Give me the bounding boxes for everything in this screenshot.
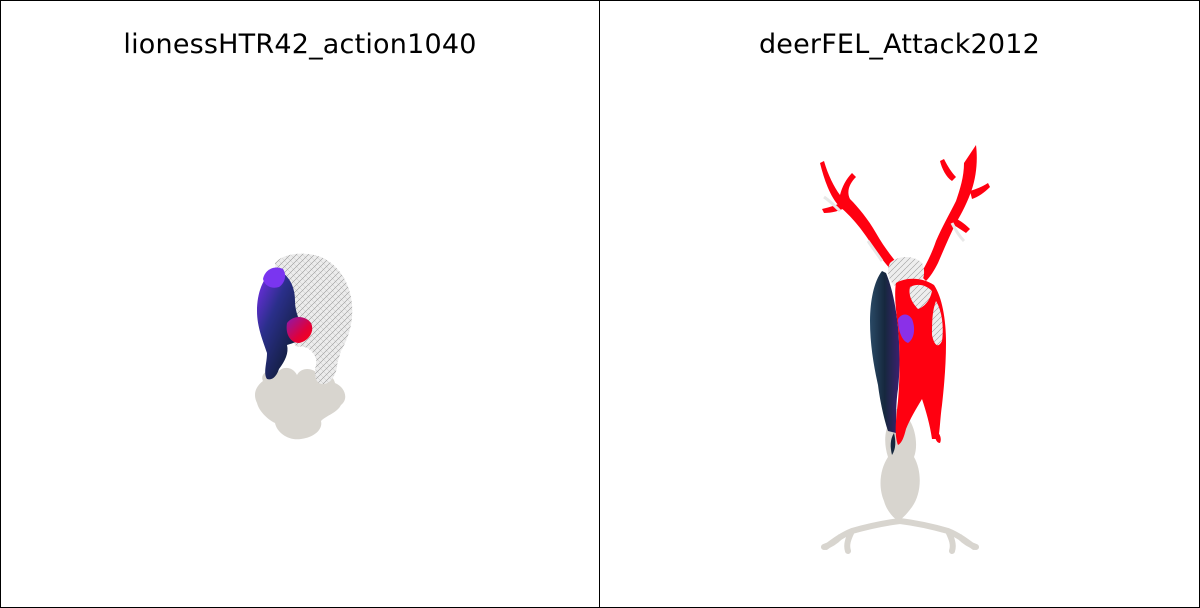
deer-antler-left: [820, 161, 900, 273]
viewport-title: deerFEL_Attack2012: [758, 29, 1041, 60]
viewport-left[interactable]: lionessHTR42_action1040: [0, 0, 600, 608]
deer-hoof-left: [890, 433, 896, 455]
deer-chest-spot: [898, 314, 915, 343]
viewport-title: lionessHTR42_action1040: [123, 29, 477, 60]
lioness-muzzle: [286, 317, 313, 343]
viewport-right[interactable]: deerFEL_Attack2012: [599, 0, 1200, 608]
deer-hoof-right: [935, 431, 941, 443]
lioness-leg-right: [316, 337, 338, 385]
deer-antler-highlights: [823, 195, 966, 262]
deer-render: [820, 145, 990, 554]
deer-antler-right: [920, 145, 990, 281]
deer-shadow-body: [880, 408, 920, 521]
deer-side-fur: [932, 301, 943, 346]
deer-neck-fur: [909, 284, 932, 309]
deer-body-dark: [870, 271, 900, 433]
lioness-body-colored: [257, 271, 307, 380]
deer-shadow-antlers: [821, 518, 979, 554]
lioness-shadow: [255, 367, 346, 440]
lioness-render: [255, 253, 353, 440]
lioness-head-highlight: [263, 267, 286, 288]
